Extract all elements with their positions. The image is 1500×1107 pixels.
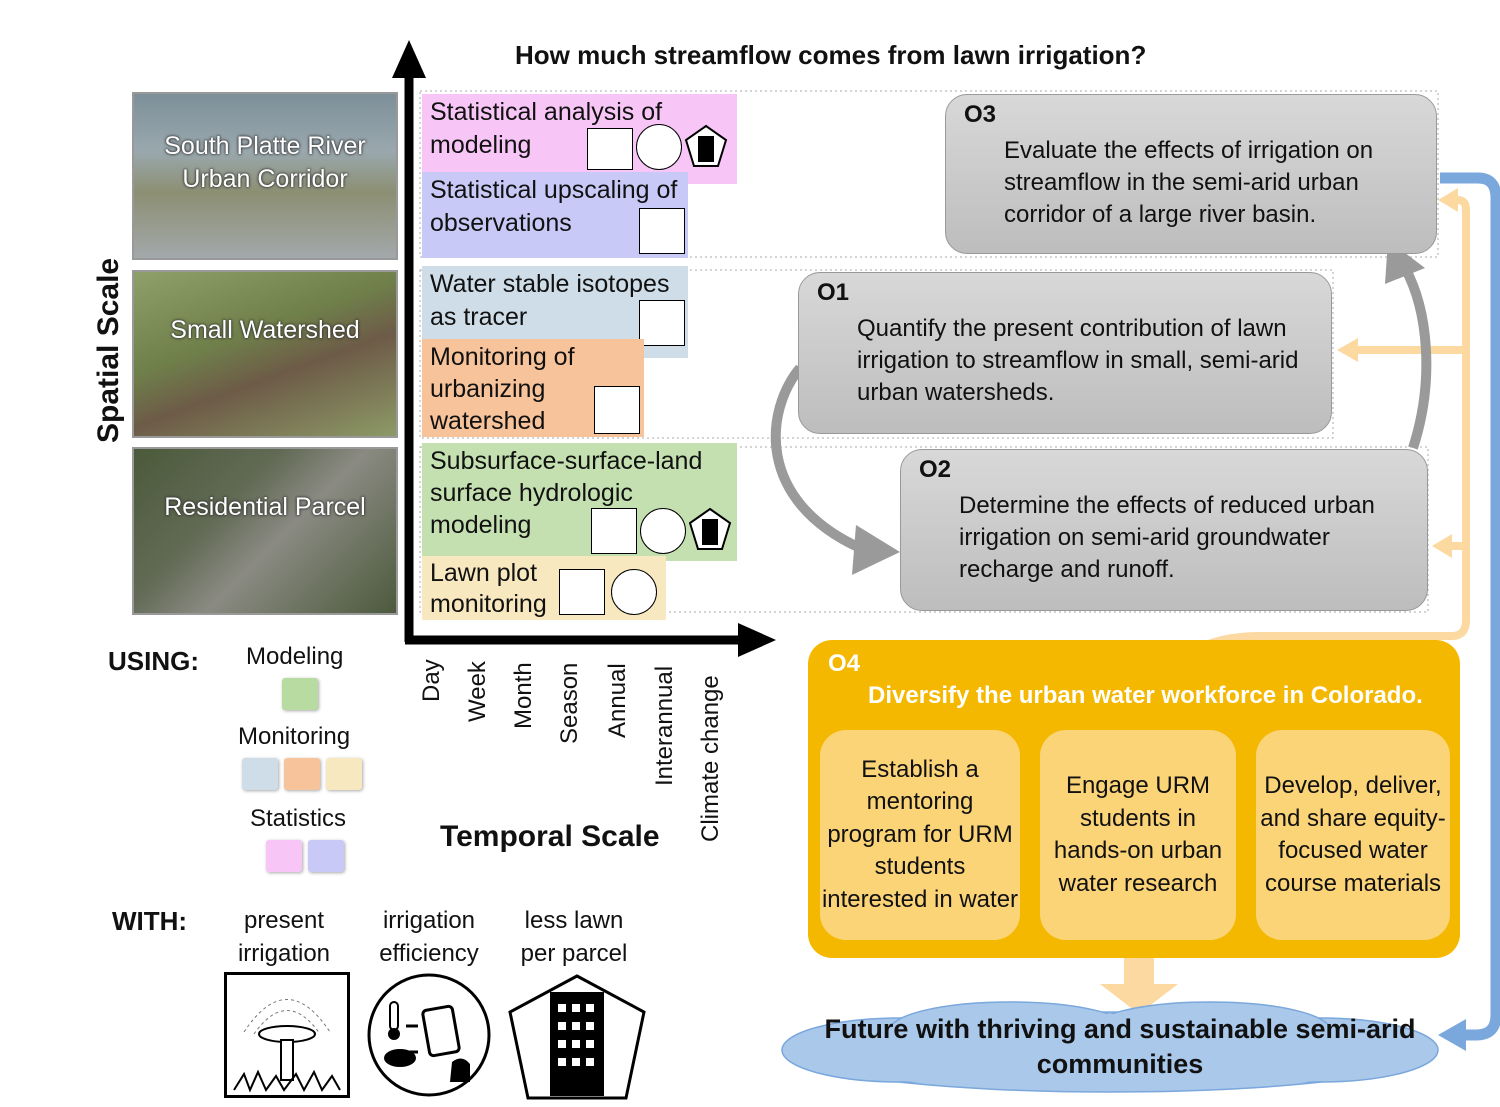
irrigation-efficiency-icon xyxy=(640,508,686,554)
down-arrow-shaft xyxy=(1124,958,1154,986)
irrigation-efficiency-icon xyxy=(366,972,492,1098)
scenario-present-irrigation: present irrigation xyxy=(237,907,331,967)
legend-modeling-swatch xyxy=(282,678,318,710)
method-statistical-analysis: Statistical analysis of modeling xyxy=(422,94,737,184)
tick-week: Week xyxy=(464,661,491,722)
method-text: Water stable isotopes as tracer xyxy=(430,270,670,331)
legend-monitoring-swatch-3 xyxy=(326,758,362,790)
scale-label-watershed: Small Watershed xyxy=(170,316,360,344)
diagram-title: How much streamflow comes from lawn irri… xyxy=(515,40,1147,70)
temporal-axis-label: Temporal Scale xyxy=(440,820,660,853)
objective-o3-text: Evaluate the effects of irrigation on st… xyxy=(1004,137,1374,228)
spatial-axis-label: Spatial Scale xyxy=(92,257,125,443)
method-text: Monitoring of urbanizing watershed xyxy=(430,343,575,435)
method-text: Lawn plot monitoring xyxy=(430,559,547,618)
y-axis-arrowhead xyxy=(392,40,426,78)
sprinkler-icon xyxy=(594,386,640,434)
band-parcel xyxy=(419,446,1429,613)
blue-arrowhead xyxy=(1438,1019,1466,1051)
tick-season: Season xyxy=(556,662,583,744)
o4-item-text: Establish a mentoring program for URM st… xyxy=(821,755,1019,913)
watershed-photo: Small Watershed xyxy=(132,270,398,438)
sprinkler-icon xyxy=(591,508,637,554)
o4-item-research: Engage URM students in hands-on urban wa… xyxy=(1040,730,1236,940)
legend-statistics-swatch-2 xyxy=(308,840,344,872)
sprinkler-icon xyxy=(639,300,685,346)
objective-o4-code: O4 xyxy=(828,650,861,677)
legend-statistics-swatch-1 xyxy=(266,840,302,872)
gray-arrow-o1-o2 xyxy=(770,364,863,553)
gray-arrow-o2-o3 xyxy=(1400,265,1432,450)
gray-arrowhead-o2 xyxy=(852,525,900,575)
sprinkler-icon xyxy=(224,972,350,1098)
method-text: Subsurface-surface-land surface hydrolog… xyxy=(430,447,703,539)
band-watershed xyxy=(419,269,1334,439)
irrigation-efficiency-icon xyxy=(611,569,657,615)
scale-label-corridor: South Platte River Urban Corridor xyxy=(164,132,366,193)
method-hydrologic-modeling: Subsurface-surface-land surface hydrolog… xyxy=(422,443,737,561)
legend-modeling-label: Modeling xyxy=(246,643,344,670)
sprinkler-icon xyxy=(559,569,605,615)
future-outcome-text: Future with thriving and sustainable sem… xyxy=(824,1014,1416,1079)
method-text: Statistical analysis of modeling xyxy=(430,98,663,159)
legend-with-label: WITH: xyxy=(112,906,188,936)
building-icon xyxy=(688,507,732,551)
objective-o3-code: O3 xyxy=(964,101,997,128)
sprinkler-icon xyxy=(587,128,633,170)
tick-month: Month xyxy=(510,662,537,729)
legend-statistics-label: Statistics xyxy=(250,805,347,832)
cream-arrowhead-o3 xyxy=(1438,188,1458,212)
building-icon xyxy=(684,124,728,168)
legend-monitoring-label: Monitoring xyxy=(238,723,351,750)
scenario-irrigation-efficiency: irrigation efficiency xyxy=(379,907,479,967)
tick-day: Day xyxy=(418,659,445,702)
legend-monitoring-swatch-2 xyxy=(284,758,320,790)
down-arrowhead xyxy=(1100,984,1178,1014)
objective-o3: O3 Evaluate the effects of irrigation on… xyxy=(945,94,1437,254)
irrigation-efficiency-icon xyxy=(636,124,682,170)
objective-o4: O4 Diversify the urban water workforce i… xyxy=(808,640,1460,958)
parcel-photo: Residential Parcel xyxy=(132,447,398,615)
cream-arrowhead-o2 xyxy=(1432,534,1452,558)
objective-o1-code: O1 xyxy=(817,279,850,306)
scenario-less-lawn: less lawn per parcel xyxy=(520,907,628,967)
sprinkler-icon xyxy=(639,208,685,254)
scale-label-parcel: Residential Parcel xyxy=(164,493,366,521)
o4-item-mentoring: Establish a mentoring program for URM st… xyxy=(820,730,1020,940)
objective-o1: O1 Quantify the present contribution of … xyxy=(798,272,1332,434)
band-corridor xyxy=(419,90,1439,258)
o4-item-text: Develop, deliver, and share equity-focus… xyxy=(1260,772,1446,897)
objective-o2: O2 Determine the effects of reduced urba… xyxy=(900,449,1428,611)
tick-annual: Annual xyxy=(604,663,631,738)
objective-o2-code: O2 xyxy=(919,456,952,483)
x-axis-arrowhead xyxy=(738,623,776,657)
building-icon xyxy=(506,972,648,1102)
o4-item-course: Develop, deliver, and share equity-focus… xyxy=(1256,730,1450,940)
objective-o2-text: Determine the effects of reduced urban i… xyxy=(959,492,1375,583)
objective-o4-title: Diversify the urban water workforce in C… xyxy=(868,682,1423,709)
corridor-photo: South Platte River Urban Corridor xyxy=(132,92,398,260)
o4-item-text: Engage URM students in hands-on urban wa… xyxy=(1053,772,1223,897)
legend-monitoring-swatch-1 xyxy=(242,758,278,790)
method-text: Statistical upscaling of observations xyxy=(430,176,678,237)
tick-interannual: Interannual xyxy=(651,665,678,786)
objective-o1-text: Quantify the present contribution of law… xyxy=(857,315,1299,406)
tick-climate-change: Climate change xyxy=(697,675,724,842)
blue-connector xyxy=(1440,172,1500,1041)
cream-arrowhead-o1 xyxy=(1337,338,1358,362)
legend-using-label: USING: xyxy=(108,646,199,676)
